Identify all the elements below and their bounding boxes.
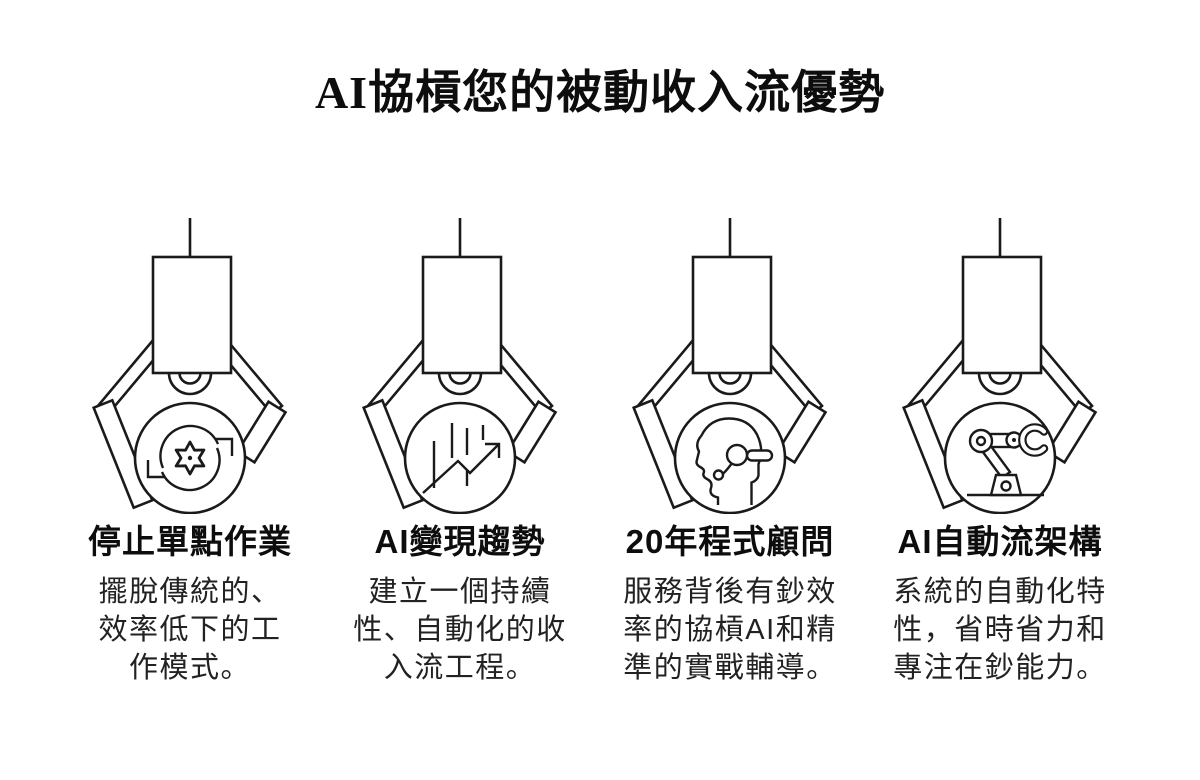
- feature-description: 系統的自動化特 性，省時省力和 專注在鈔能力。: [865, 573, 1135, 687]
- feature-column-ai-automation: AI自動流架構 系統的自動化特 性，省時省力和 專注在鈔能力。: [865, 214, 1135, 687]
- feature-column-stop-single-task: 停止單點作業 擺脫傳統的、 效率低下的工 作模式。: [55, 214, 325, 687]
- feature-heading: 20年程式顧問: [625, 522, 835, 560]
- feature-heading: AI自動流架構: [897, 522, 1103, 560]
- feature-description: 建立一個持續 性、自動化的收 入流工程。: [325, 573, 595, 687]
- feature-description-line: 擺脫傳統的、: [98, 575, 282, 608]
- headset-consultant-icon: [695, 416, 774, 505]
- feature-description-line: 率的協槓AI和精: [623, 613, 837, 646]
- feature-description-line: 性、自動化的收: [353, 613, 567, 646]
- page-title-prefix: AI: [314, 67, 369, 118]
- claw-machine-graphic: [92, 216, 287, 514]
- claw-machine-graphic: [362, 216, 557, 514]
- feature-description-line: 專注在鈔能力。: [893, 651, 1107, 684]
- feature-description-line: 系統的自動化特: [893, 575, 1107, 608]
- feature-description-line: 作模式。: [128, 651, 251, 684]
- feature-column-consultant: 20年程式顧問 服務背後有鈔效 率的協槓AI和精 準的實戰輔導。: [595, 214, 865, 687]
- robot-arm-icon: [967, 422, 1049, 496]
- feature-column-ai-monetization: AI變現趨勢 建立一個持續 性、自動化的收 入流工程。: [325, 214, 595, 687]
- feature-description-line: 入流工程。: [383, 651, 537, 684]
- feature-columns: 停止單點作業 擺脫傳統的、 效率低下的工 作模式。: [0, 214, 1200, 687]
- page-title: AI協槓您的被動收入流優勢: [0, 64, 1200, 122]
- feature-heading: AI變現趨勢: [374, 522, 546, 560]
- claw-machine-graphic: [902, 216, 1097, 514]
- feature-description: 擺脫傳統的、 效率低下的工 作模式。: [55, 573, 325, 687]
- feature-description-line: 效率低下的工: [98, 613, 282, 646]
- feature-description: 服務背後有鈔效 率的協槓AI和精 準的實戰輔導。: [595, 573, 865, 687]
- trend-chart-icon: [422, 422, 501, 494]
- feature-description-line: 服務背後有鈔效: [623, 575, 837, 608]
- page-title-rest: 協槓您的被動收入流優勢: [368, 66, 886, 118]
- sync-gear-icon: [146, 424, 234, 491]
- feature-description-line: 準的實戰輔導。: [623, 651, 837, 684]
- feature-description-line: 建立一個持續: [368, 575, 552, 608]
- feature-description-line: 性，省時省力和: [893, 613, 1107, 646]
- feature-heading: 停止單點作業: [88, 522, 292, 560]
- claw-machine-graphic: [632, 216, 827, 514]
